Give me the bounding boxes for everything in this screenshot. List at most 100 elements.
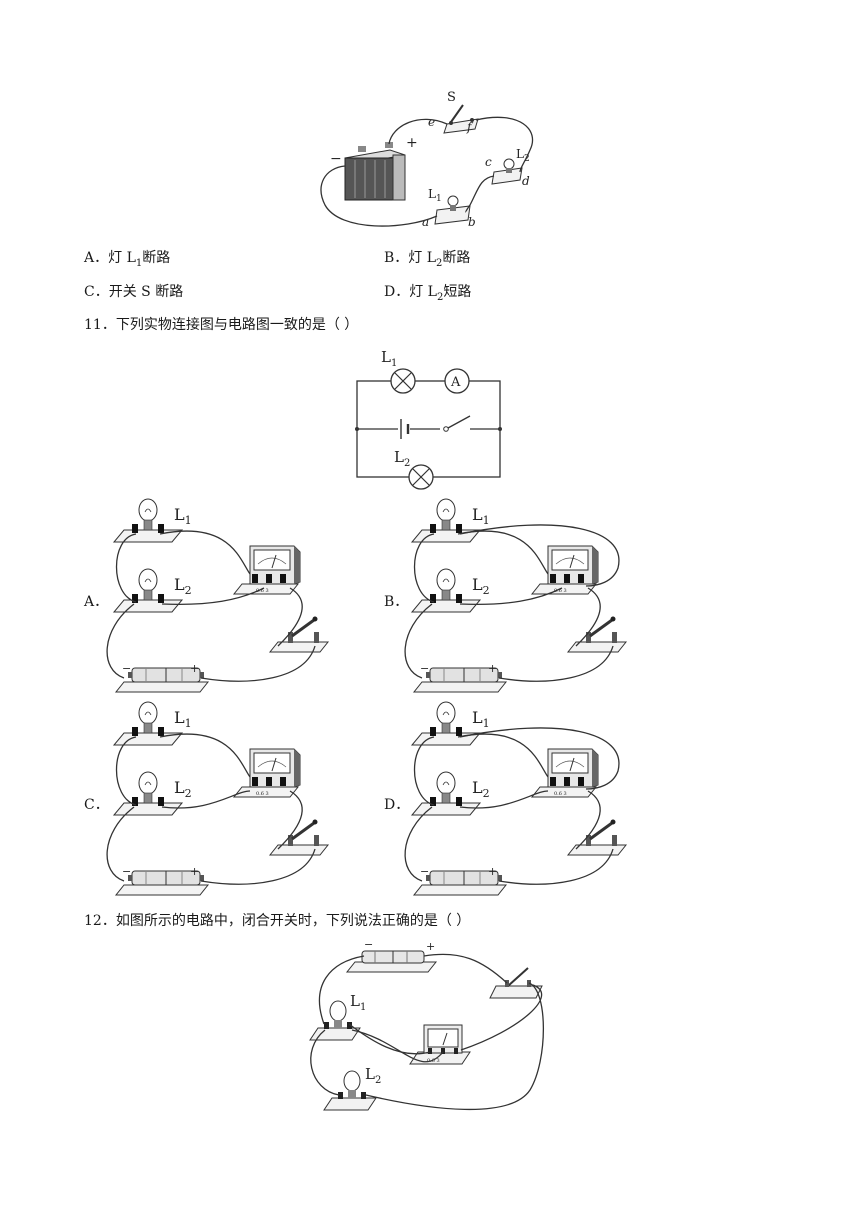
q10-option-b[interactable]: B．灯 L2断路 [384, 249, 470, 273]
switch-label: S [447, 90, 456, 105]
panel-meter-scale: 0.6 3 [256, 791, 269, 797]
terminal-label-e: e [428, 115, 435, 129]
ammeter-icon [232, 748, 301, 798]
q12-lamp-l1-label: L1 [350, 992, 366, 1013]
lamp-l2-icon [112, 771, 184, 816]
panel-meter-scale: 0.6 3 [554, 588, 567, 594]
q11-option-a-letter: A． [84, 594, 109, 610]
schematic-l1-label: L1 [381, 348, 397, 369]
q12-stem-text: 如图所示的电路中，闭合开关时，下列说法正确的是（ ） [115, 913, 471, 929]
ammeter-icon [530, 748, 599, 798]
panel-l2-label: L2 [472, 575, 490, 597]
q11-option-d[interactable]: D． [384, 796, 409, 814]
q11-option-c-letter: C． [84, 797, 109, 813]
q11-option-d-letter: D． [384, 797, 410, 813]
battery-icon [114, 667, 210, 693]
q10-option-d[interactable]: D．灯 L2短路 [384, 283, 471, 307]
battery-icon [412, 667, 508, 693]
q11-stem: 11．下列实物连接图与电路图一致的是（ ） [84, 316, 358, 334]
panel-l1-label: L1 [472, 708, 490, 730]
panel-battery-plus: + [488, 865, 497, 878]
panel-meter-scale: 0.6 3 [256, 588, 269, 594]
schematic-ammeter-icon [444, 368, 470, 394]
q10-option-d-sub: 2 [436, 291, 444, 303]
q12-battery-plus: + [426, 940, 435, 953]
q12-ammeter-icon [409, 1024, 471, 1065]
q11-option-b-letter: B． [384, 594, 409, 610]
terminal-label-c: c [485, 155, 492, 169]
terminal-label-f: f [466, 120, 474, 134]
schematic-l2-label: L2 [394, 448, 410, 469]
panel-battery-minus: − [420, 662, 429, 675]
terminal-label-b: b [468, 215, 476, 229]
panel-battery-minus: − [122, 662, 131, 675]
q12-stem: 12．如图所示的电路中，闭合开关时，下列说法正确的是（ ） [84, 912, 470, 930]
q10-option-c[interactable]: C．开关 S 断路 [84, 283, 183, 301]
q12-lamp-l2-label: L2 [365, 1065, 381, 1086]
ammeter-label: A [450, 375, 461, 390]
battery-icon [412, 870, 508, 896]
q10-option-c-letter: C． [84, 284, 109, 300]
q10-option-a-sub: 1 [135, 257, 143, 269]
q10-option-c-text: 开关 S 断路 [108, 284, 184, 300]
q12-meter-scale: 0.6 3 [427, 1058, 440, 1064]
q10-option-b-letter: B． [384, 250, 409, 266]
battery-minus-label: − [330, 151, 342, 167]
terminal-label-a: a [422, 215, 429, 229]
lamp-l2-icon [410, 771, 482, 816]
lamp-l1-icon [410, 498, 482, 543]
ammeter-icon [232, 545, 301, 595]
panel-battery-plus: + [488, 662, 497, 675]
panel-battery-plus: + [190, 662, 199, 675]
lamp-l2-icon [491, 158, 523, 185]
lamp-l2-label: L2 [516, 147, 530, 164]
q10-option-d-post: 短路 [443, 284, 472, 300]
q10-option-d-letter: D． [384, 284, 410, 300]
q10-option-a-letter: A． [84, 250, 109, 266]
panel-meter-scale: 0.6 3 [554, 791, 567, 797]
q12-lamp-l2-icon [323, 1070, 377, 1111]
panel-battery-minus: − [420, 865, 429, 878]
battery-pack-icon [344, 142, 406, 201]
q11-option-b[interactable]: B． [384, 593, 408, 611]
panel-l1-label: L1 [174, 708, 192, 730]
q10-option-d-text: 灯 L [409, 284, 437, 300]
q10-option-a-post: 断路 [142, 250, 171, 266]
q12-number: 12． [84, 913, 116, 929]
q10-option-b-sub: 2 [436, 257, 443, 269]
lamp-l1-icon [112, 498, 184, 543]
lamp-l2-icon [112, 568, 184, 613]
panel-l1-label: L1 [472, 505, 490, 527]
battery-plus-label: + [406, 135, 418, 151]
panel-l2-label: L2 [472, 778, 490, 800]
q11-option-c[interactable]: C． [84, 796, 109, 814]
q10-option-b-text: 灯 L [408, 250, 437, 266]
q11-number: 11． [84, 317, 116, 333]
lamp-l1-icon [434, 195, 471, 225]
panel-battery-minus: − [122, 865, 131, 878]
q12-battery-icon [345, 950, 438, 973]
q10-option-a[interactable]: A．灯 L1断路 [84, 249, 170, 273]
panel-battery-plus: + [190, 865, 199, 878]
battery-icon [114, 870, 210, 896]
q11-option-a[interactable]: A． [84, 593, 108, 611]
q12-lamp-l1-icon [309, 1000, 361, 1041]
q10-option-a-text: 灯 L [108, 250, 136, 266]
panel-l1-label: L1 [174, 505, 192, 527]
terminal-label-d: d [522, 174, 530, 188]
q12-battery-minus: − [364, 938, 373, 951]
ammeter-icon [530, 545, 599, 595]
lamp-l2-icon [410, 568, 482, 613]
panel-l2-label: L2 [174, 575, 192, 597]
q10-option-b-post: 断路 [442, 250, 471, 266]
q11-stem-text: 下列实物连接图与电路图一致的是（ ） [115, 317, 359, 333]
switch-icon [443, 104, 479, 134]
panel-l2-label: L2 [174, 778, 192, 800]
